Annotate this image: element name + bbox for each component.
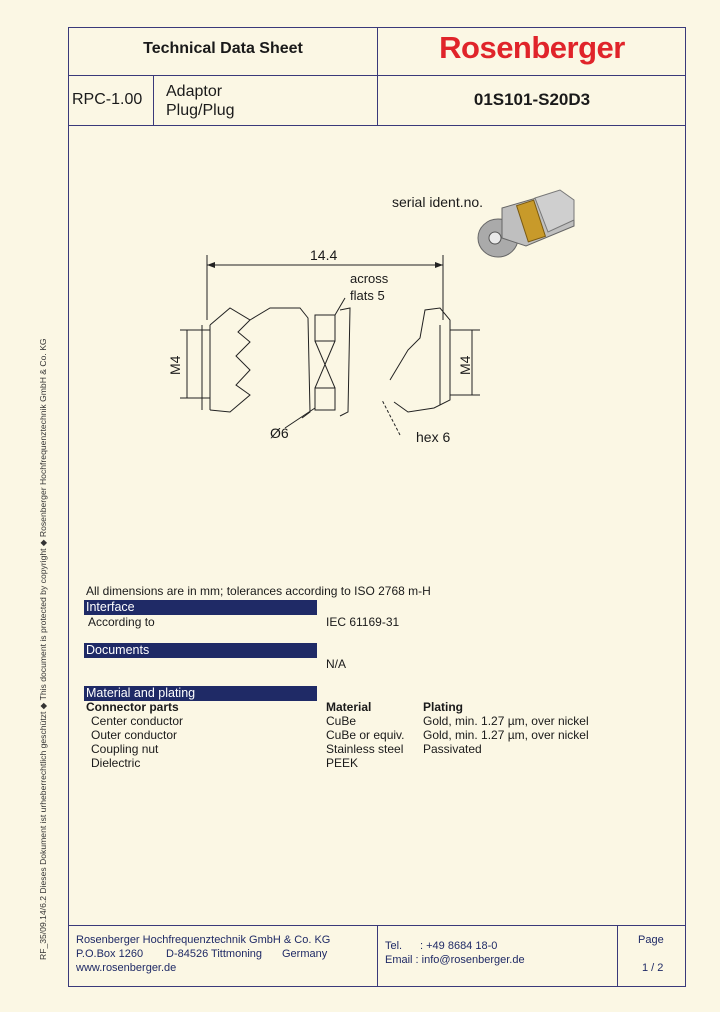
series-label: RPC-1.00: [72, 91, 143, 108]
row-material: PEEK: [326, 756, 359, 770]
header-vertical-divider: [377, 27, 378, 125]
technical-drawing: serial ident.no. 14.4 across flats 5 M4 …: [167, 189, 575, 445]
footer-page-divider: [617, 925, 618, 987]
across-label: across: [350, 271, 389, 286]
footer-tel: : +49 8684 18-0: [420, 940, 498, 952]
row-part: Coupling nut: [91, 742, 159, 756]
documents-heading: Documents: [84, 643, 317, 658]
series-divider: [153, 75, 154, 125]
description-line-2: Plug/Plug: [166, 102, 235, 119]
col-plating: Plating: [423, 700, 464, 714]
dimension-note: All dimensions are in mm; tolerances acc…: [86, 584, 431, 598]
description-line-1: Adaptor: [166, 83, 223, 100]
brand-logo: Rosenberger: [439, 30, 625, 65]
material-heading: Material and plating: [84, 686, 317, 701]
flats-label: flats 5: [350, 288, 385, 303]
page-title: Technical Data Sheet: [143, 40, 303, 57]
copyright-side-note: RF_35/09.14/6.2 Dieses Dokument ist urhe…: [38, 338, 48, 960]
row-plating: Gold, min. 1.27 µm, over nickel: [423, 714, 589, 728]
footer-page-label: Page: [638, 934, 664, 946]
hex-label: hex 6: [416, 429, 450, 445]
footer-page-number: 1 / 2: [642, 962, 664, 974]
row-part: Dielectric: [91, 756, 141, 770]
product-description: Adaptor Plug/Plug: [166, 82, 235, 120]
diameter-label: Ø6: [270, 425, 289, 441]
interface-heading: Interface: [84, 600, 317, 615]
footer-email-link[interactable]: Email : info@rosenberger.de: [385, 954, 525, 966]
footer-tel-label: Tel.: [385, 940, 403, 952]
row-plating: Gold, min. 1.27 µm, over nickel: [423, 728, 589, 742]
thread-label-right: M4: [457, 355, 473, 375]
header-bottom-rule: [68, 125, 686, 126]
row-material: CuBe or equiv.: [326, 728, 405, 742]
part-number: 01S101-S20D3: [473, 90, 591, 109]
row-material: Stainless steel: [326, 742, 404, 756]
footer-website-link[interactable]: www.rosenberger.de: [76, 962, 177, 974]
row-part: Center conductor: [91, 714, 184, 728]
col-material: Material: [326, 700, 372, 714]
sheet-frame: [68, 27, 686, 987]
footer-company: Rosenberger Hochfrequenztechnik GmbH & C…: [76, 934, 331, 946]
documents-value: N/A: [326, 657, 347, 671]
footer-po-box: P.O.Box 1260: [76, 948, 144, 960]
footer-divider: [377, 925, 378, 987]
product-photo-icon: [477, 189, 575, 258]
footer-city: D-84526 Tittmoning: [166, 948, 262, 960]
interface-value: IEC 61169-31: [326, 615, 400, 629]
interface-label: According to: [88, 615, 155, 629]
thread-label-left: M4: [167, 355, 183, 375]
row-part: Outer conductor: [91, 728, 178, 742]
row-material: CuBe: [326, 714, 357, 728]
serial-ident-label: serial ident.no.: [392, 194, 483, 210]
footer-country: Germany: [282, 948, 328, 960]
col-connector-parts: Connector parts: [86, 700, 179, 714]
row-plating: Passivated: [423, 742, 482, 756]
length-dimension-label: 14.4: [310, 247, 337, 263]
